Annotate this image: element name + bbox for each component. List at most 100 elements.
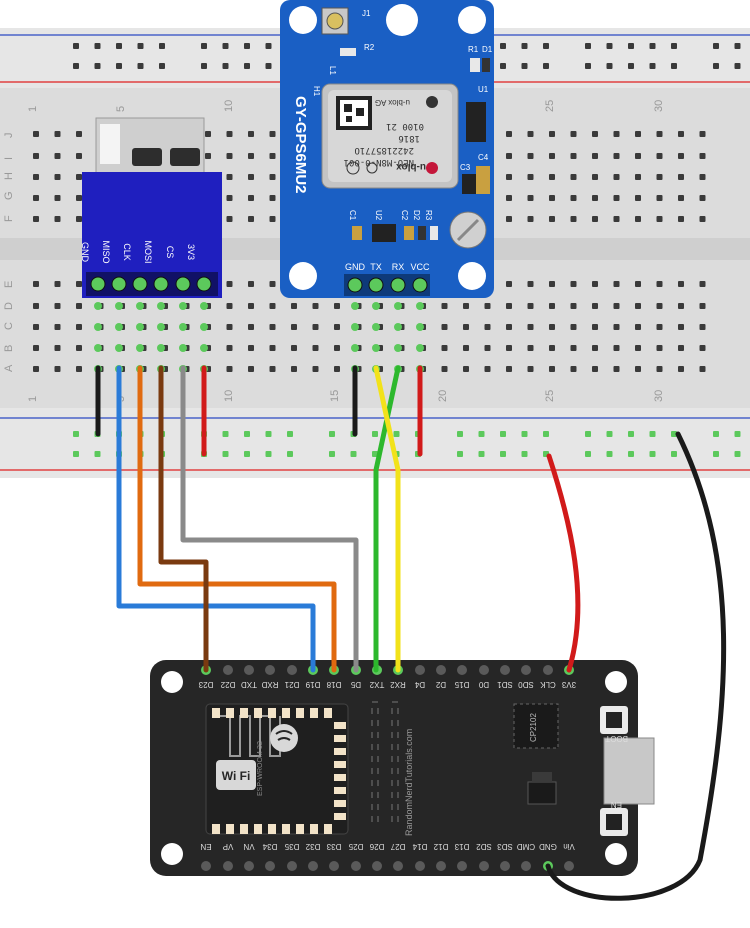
header-dashes: [371, 701, 399, 823]
rail-hole: [585, 431, 591, 437]
breadboard-hole: [635, 174, 641, 180]
esp32-pin-d21[interactable]: [287, 665, 297, 675]
breadboard-hole: [592, 303, 598, 309]
breadboard-hole: [635, 303, 641, 309]
sd-pin-mosi[interactable]: [153, 276, 169, 292]
label-l1: L1: [328, 66, 337, 75]
esp32-pin-d33[interactable]: [329, 861, 339, 871]
row-letter-h: H: [3, 172, 15, 180]
rail-hole: [116, 43, 122, 49]
esp32-pin-d32[interactable]: [308, 861, 318, 871]
row-letter-c: C: [3, 322, 15, 330]
rail-hole: [628, 451, 634, 457]
gps-pin-vcc[interactable]: [412, 277, 428, 293]
rail-hole: [329, 451, 335, 457]
esp32-pin-d2[interactable]: [436, 665, 446, 675]
wire-sd-cs-to-d5[interactable]: [180, 365, 359, 673]
rail-hole: [94, 63, 101, 69]
breadboard-hole: [312, 366, 319, 372]
sd-pin-gnd[interactable]: [90, 276, 106, 292]
wire-sd-mosi-to-d23[interactable]: [158, 365, 209, 673]
esp32-pin-d34[interactable]: [265, 861, 275, 871]
esp32-label-d25: D25: [348, 842, 363, 851]
esp32-pin-d27[interactable]: [393, 861, 403, 871]
breadboard-hole: [549, 345, 555, 351]
breadboard-hole-connected: [136, 302, 144, 310]
rail-hole: [521, 43, 528, 49]
sd-pin-cs[interactable]: [175, 276, 191, 292]
sd-pin-miso[interactable]: [111, 276, 127, 292]
sd-pin-clk[interactable]: [132, 276, 148, 292]
esp32-pin-d25[interactable]: [351, 861, 361, 871]
wroom-pad: [240, 708, 248, 718]
rail-hole: [671, 63, 677, 69]
sd-pin-label-mosi: MOSI: [143, 240, 153, 263]
wire-gps-tx-to-rx2[interactable]: [373, 365, 401, 673]
esp32-pin-clk[interactable]: [543, 665, 553, 675]
breadboard-hole: [613, 345, 620, 351]
breadboard-hole: [699, 195, 706, 201]
wire-rail-3v3-to-esp32[interactable]: [546, 453, 581, 673]
breadboard-hole-connected: [157, 323, 165, 331]
esp32-pin-sd1[interactable]: [500, 665, 510, 675]
label-d2: D2: [412, 210, 421, 221]
breadboard-hole: [699, 216, 706, 222]
esp32-pin-d12[interactable]: [436, 861, 446, 871]
esp32-pin-sd2[interactable]: [479, 861, 489, 871]
gps-mount-hole-br: [458, 262, 486, 290]
wire-sd-miso-to-d19[interactable]: [116, 365, 316, 673]
breadboard-hole: [33, 345, 39, 351]
esp32-pin-rxd[interactable]: [265, 665, 275, 675]
breadboard-hole: [527, 345, 534, 351]
wire-sd-clk-to-d18[interactable]: [137, 365, 337, 673]
esp32-pin-vp[interactable]: [223, 861, 233, 871]
esp32-pin-d14[interactable]: [415, 861, 425, 871]
breadboard-hole: [635, 131, 641, 137]
breadboard-hole: [592, 281, 598, 287]
breadboard-hole: [484, 345, 491, 351]
esp32-label-en: EN: [200, 842, 211, 851]
breadboard-hole: [592, 216, 598, 222]
wire-rail-gnd-to-esp32[interactable]: [545, 431, 727, 901]
esp32-pin-txd[interactable]: [244, 665, 254, 675]
wroom-pad: [212, 708, 220, 718]
breadboard-hole: [312, 345, 319, 351]
rail-hole: [713, 63, 719, 69]
gps-pin-gnd[interactable]: [347, 277, 363, 293]
esp32-label-d32: D32: [305, 842, 320, 851]
esp32-pin-d35[interactable]: [287, 861, 297, 871]
breadboard-hole: [463, 366, 469, 372]
esp32-pin-d4[interactable]: [415, 665, 425, 675]
esp32-pin-vn[interactable]: [244, 861, 254, 871]
cap-c2: [404, 226, 414, 240]
boot-button-cap[interactable]: [606, 712, 622, 728]
esp32-pin-d15[interactable]: [457, 665, 467, 675]
header-dash-left: [371, 701, 379, 823]
esp32-pin-d22[interactable]: [223, 665, 233, 675]
esp32-pin-vin[interactable]: [564, 861, 574, 871]
esp32-pin-d0[interactable]: [479, 665, 489, 675]
en-button-cap[interactable]: [606, 814, 622, 830]
label-c4: C4: [478, 153, 489, 162]
esp32-pin-sd3[interactable]: [500, 861, 510, 871]
wire-gps-rx-to-tx2[interactable]: [373, 365, 401, 673]
gps-pin-tx[interactable]: [368, 277, 384, 293]
esp32-label-d23: D23: [198, 680, 213, 689]
esp32-pin-d26[interactable]: [372, 861, 382, 871]
gps-pin-rx[interactable]: [390, 277, 406, 293]
esp32-pin-en[interactable]: [201, 861, 211, 871]
breadboard-hole-connected: [372, 323, 380, 331]
esp32-pin-cmd[interactable]: [521, 861, 531, 871]
esp32-pin-d13[interactable]: [457, 861, 467, 871]
usb-port[interactable]: [603, 737, 655, 805]
sd-pin-3v3[interactable]: [196, 276, 212, 292]
breadboard-hole: [656, 174, 663, 180]
breadboard-hole: [54, 195, 61, 201]
breadboard-hole: [635, 366, 641, 372]
rail-hole: [244, 451, 250, 457]
esp32-pin-sd0[interactable]: [521, 665, 531, 675]
breadboard-hole-connected: [179, 344, 187, 352]
label-r1: R1: [468, 45, 479, 54]
breadboard-hole: [592, 131, 598, 137]
rail-hole: [265, 63, 272, 69]
